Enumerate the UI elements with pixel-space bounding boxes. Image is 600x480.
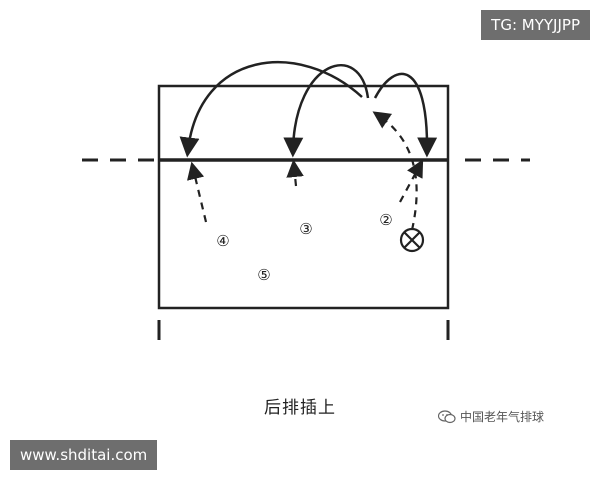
approach-path-2 <box>399 159 424 203</box>
tg-badge: TG: MYYJJPP <box>481 10 590 40</box>
approach-path-4 <box>187 161 208 223</box>
set-trajectory-to-3 <box>283 64 370 158</box>
player-position-4: ④ <box>216 232 229 250</box>
player-position-3: ③ <box>299 220 312 238</box>
url-badge: www.shditai.com <box>10 440 158 470</box>
watermark-text: 中国老年气排球 <box>460 410 545 424</box>
player-position-2: ② <box>379 211 392 229</box>
player-position-5: ⑤ <box>257 266 270 284</box>
wechat-icon <box>438 409 456 423</box>
diagram-caption: 后排插上 <box>264 398 336 418</box>
approach-path-3 <box>286 159 304 187</box>
court-boundary <box>157 84 450 310</box>
setter-marker-icon <box>399 227 425 253</box>
set-trajectory-to-2 <box>373 72 438 158</box>
watermark: 中国老年气排球 <box>438 408 544 425</box>
set-trajectory-to-4 <box>179 61 363 158</box>
